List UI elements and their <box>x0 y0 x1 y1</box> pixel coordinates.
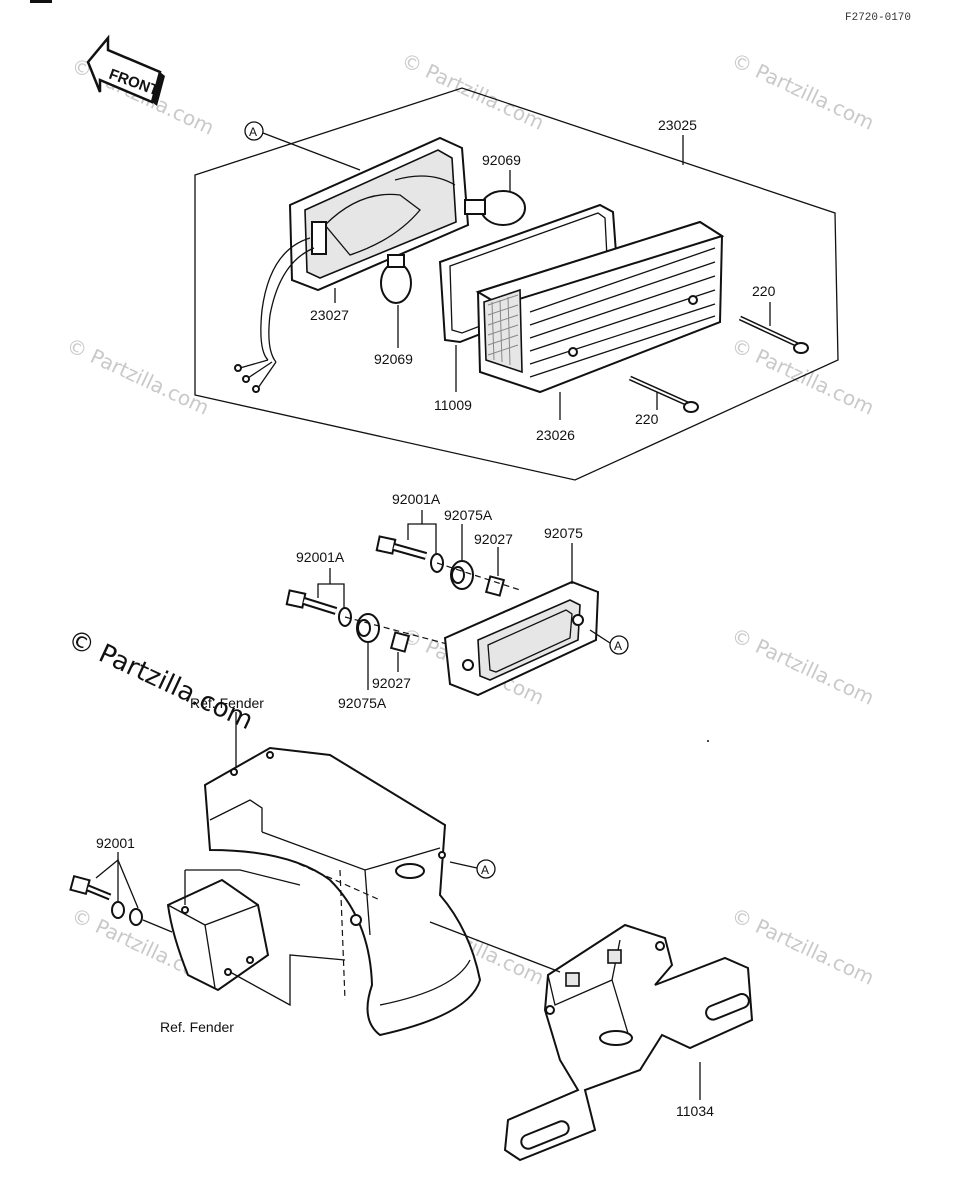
lens-23026 <box>475 220 725 394</box>
callout-a-circle <box>476 859 496 879</box>
part-label-23027: 23027 <box>310 307 349 323</box>
watermark-main: © Partzilla.com <box>63 624 258 736</box>
part-label-220-right: 220 <box>752 283 776 299</box>
part-label-23025: 23025 <box>658 117 697 133</box>
part-label-92075A-bottom: 92075A <box>338 695 387 711</box>
part-label-23026: 23026 <box>536 427 575 443</box>
assembly-outline <box>194 87 839 481</box>
part-label-11009: 11009 <box>434 397 472 413</box>
callout-a: A <box>249 125 257 139</box>
part-label-92069-top: 92069 <box>482 152 521 168</box>
fender <box>203 746 482 1037</box>
part-label-92027-bottom: 92027 <box>372 675 411 691</box>
wiring-harness <box>234 237 315 393</box>
part-label-220-bottom: 220 <box>635 411 659 427</box>
part-label-92027-top: 92027 <box>474 531 513 547</box>
collar-92027-upper <box>484 575 506 597</box>
lamp-base-23027 <box>288 136 470 292</box>
bolt-92001A-upper <box>375 535 444 573</box>
alignment-line <box>339 869 346 1001</box>
callout-a: A <box>614 639 622 653</box>
leader-line <box>185 869 301 886</box>
drawing-code: F2720-0170 <box>845 12 911 24</box>
bolt-92001A-lower <box>285 589 352 627</box>
leader-line <box>262 132 361 171</box>
part-label-92075A-top: 92075A <box>444 507 493 523</box>
speck <box>707 740 709 742</box>
watermark: © Partzilla.com <box>728 903 878 990</box>
alignment-line <box>289 859 381 901</box>
bulb-92069-lower <box>380 254 412 304</box>
leader-line <box>589 629 611 644</box>
bolt-set-92001 <box>69 874 173 933</box>
part-label-92001A-top: 92001A <box>392 491 441 507</box>
alignment-line <box>436 562 521 591</box>
leader-line <box>229 954 346 1007</box>
corner-mark <box>30 0 52 3</box>
alignment-line <box>429 921 561 973</box>
license-bracket-11034 <box>503 923 754 1162</box>
collar-92027-lower <box>389 631 411 653</box>
ref-fender-top: Ref. Fender <box>190 695 264 711</box>
callout-a-circle <box>609 635 629 655</box>
bulb-92069-upper <box>464 190 526 226</box>
part-label-92001: 92001 <box>96 835 135 851</box>
screw-220-right <box>738 315 809 354</box>
washer-92075A-upper <box>450 560 474 590</box>
screw-220-bottom <box>628 375 699 413</box>
washer-92075A-lower <box>356 613 380 643</box>
watermark: © Partzilla.com <box>63 333 213 420</box>
part-label-92001A-left: 92001A <box>296 549 345 565</box>
watermark: © Partzilla.com <box>728 623 878 710</box>
leader-bracket <box>317 583 345 608</box>
part-label-11034: 11034 <box>676 1103 714 1119</box>
side-bracket <box>166 878 270 992</box>
callout-a-circle <box>244 121 264 141</box>
alignment-line <box>344 616 471 651</box>
watermark: © Partzilla.com <box>728 48 878 135</box>
leader-line <box>449 861 478 869</box>
part-label-92069-bottom: 92069 <box>374 351 413 367</box>
callout-a: A <box>481 863 489 877</box>
part-label-92075: 92075 <box>544 525 583 541</box>
leader-bracket <box>95 858 139 909</box>
ref-fender-bottom: Ref. Fender <box>160 1019 234 1035</box>
